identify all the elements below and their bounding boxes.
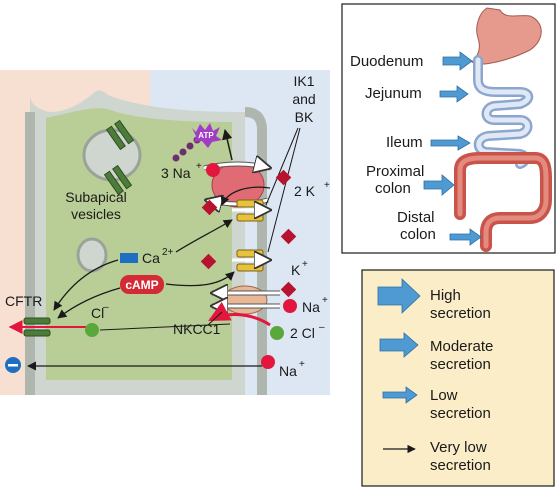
ik1-label: IK1 <box>293 73 314 89</box>
atp-icon: ATP <box>172 123 222 162</box>
epithelial-cell-panel: Subapical vesicles ATP 3 Na + IK1 and BK… <box>0 70 330 395</box>
jejunum-label: Jejunum <box>365 85 422 102</box>
cl-to-cftr-arrow <box>99 323 231 331</box>
anion-left-minus <box>8 364 18 367</box>
proximal-colon-label: colon <box>375 180 411 197</box>
nkcc1-pointer <box>207 311 223 326</box>
ileum-label: Ileum <box>386 134 423 151</box>
na-ion-bottom <box>261 355 275 369</box>
and-label: and <box>292 91 315 107</box>
proximal-colon-arrow <box>423 174 455 196</box>
ca-charge: 2+ <box>162 247 174 258</box>
vesicle-channel-icon-2 <box>103 164 133 196</box>
k-ion-a <box>201 199 218 216</box>
k-charge: + <box>302 259 308 270</box>
legend-moderate-line1: Moderate <box>430 338 493 355</box>
cl-label: Cl <box>91 305 104 321</box>
cftr-channel <box>23 317 51 337</box>
na-ion-right <box>283 299 297 313</box>
legend-very-low-line1: Very low <box>430 439 487 456</box>
camp-badge <box>120 275 164 294</box>
k-channel-lower <box>232 249 270 272</box>
legend-box <box>361 269 555 487</box>
ileum-arrow <box>430 135 471 151</box>
nkcc1-red-arc <box>208 301 271 327</box>
na-bottom-label: Na <box>279 363 297 379</box>
camp-arrow <box>165 271 235 287</box>
na-bottom-charge: + <box>299 359 305 370</box>
jejunum-arrow <box>439 85 469 103</box>
camp-to-cftr-arrow <box>57 287 121 319</box>
k-channel-upper <box>232 199 270 222</box>
k-recycle-arrow <box>220 186 271 206</box>
ik1-pointer-1 <box>265 127 299 206</box>
distal-colon-arrow <box>449 228 482 246</box>
legend-low-line2: secretion <box>430 405 491 422</box>
legend-low-arrow <box>382 386 418 404</box>
k-label: K <box>291 262 301 278</box>
colon-inner <box>457 155 549 249</box>
bk-label: BK <box>295 109 314 125</box>
pump-up-arrow <box>222 128 233 161</box>
vesicles-label: vesicles <box>71 206 121 222</box>
duodenum-arrow <box>442 51 473 71</box>
ca-arrow <box>175 219 233 253</box>
na-ion-1 <box>206 163 220 177</box>
na-k-atpase-pump <box>204 163 270 207</box>
legend-very-low-line2: secretion <box>430 457 491 474</box>
stomach-shape <box>471 7 542 65</box>
k2-label: 2 K <box>294 183 316 199</box>
proximal-label: Proximal <box>366 163 424 180</box>
gut-panel: Duodenum Jejunum Ileum Proximal colon Di… <box>341 3 556 254</box>
na3-charge: + <box>196 161 202 172</box>
vesicle-channel-icon <box>105 119 135 151</box>
legend-panel: High secretion Moderate secretion Low se… <box>361 269 555 487</box>
legend-moderate-arrow <box>379 332 419 358</box>
distal-label: Distal <box>397 209 435 226</box>
na-right-charge: + <box>322 295 328 306</box>
svg-text:ATP: ATP <box>198 131 214 140</box>
cl2-charge: – <box>319 322 325 333</box>
legend-high-line1: High <box>430 287 461 304</box>
legend-moderate-line2: secretion <box>430 356 491 373</box>
ik1-pointer-2 <box>267 127 301 253</box>
distal-colon-label: colon <box>400 226 436 243</box>
cl-ion-left <box>85 323 99 337</box>
na-right-label: Na <box>302 299 320 315</box>
basolateral-membrane <box>244 107 267 395</box>
legend-high-arrow <box>377 278 421 314</box>
cl-charge: – <box>103 302 109 313</box>
ca-to-cftr-arrow <box>53 259 119 311</box>
k2-charge: + <box>324 180 330 191</box>
cell-cytoplasm <box>46 108 232 380</box>
camp-label: cAMP <box>125 278 158 292</box>
nkcc1-label: NKCC1 <box>173 321 221 337</box>
k-ion-b <box>200 253 217 270</box>
legend-low-line1: Low <box>430 387 458 404</box>
cl-ion-right <box>270 326 284 340</box>
ca-label: Ca <box>142 250 160 266</box>
k-ion-2k <box>275 169 292 186</box>
na3-label: 3 Na <box>161 165 191 181</box>
subapical-label: Subapical <box>65 189 127 205</box>
cl2-label: 2 Cl <box>290 325 315 341</box>
legend-high-line2: secretion <box>430 305 491 322</box>
k-ion-c <box>280 228 297 245</box>
cftr-label: CFTR <box>5 293 42 309</box>
ca-icon <box>120 253 138 263</box>
duodenum-label: Duodenum <box>350 53 423 70</box>
